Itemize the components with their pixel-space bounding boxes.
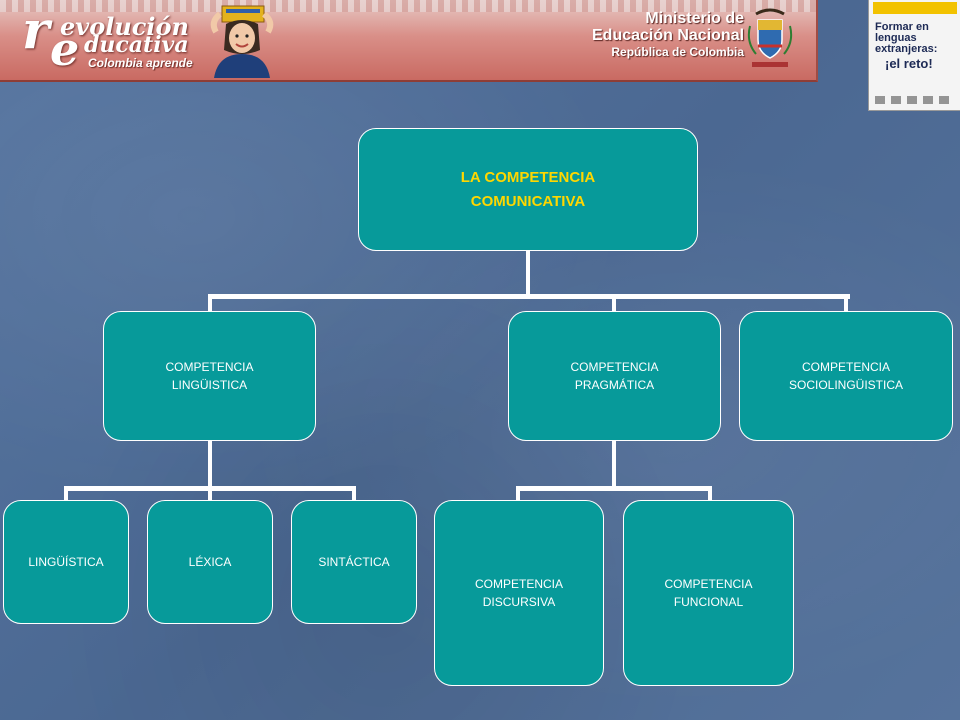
node-competencia-discursiva: COMPETENCIA DISCURSIVA [434,500,604,686]
node-competencia-funcional: COMPETENCIA FUNCIONAL [623,500,794,686]
connector-to-linguistica [208,294,212,312]
revolucion-educativa-logo: r e evolución ducativa Colombia aprende [22,0,202,76]
student-photo [210,5,274,78]
connector-level1-bar [208,294,850,299]
node-lexica-label: LÉXICA [188,555,232,569]
ministry-line-3: República de Colombia [611,45,745,59]
booklet-cover-image: Formar en lenguas extranjeras: ¡el reto! [868,0,960,111]
connector-to-sociolinguistica [844,294,848,312]
logo-word-evolucion: evolución [60,12,189,41]
connector-to-discursiva [516,486,520,500]
ministry-line-1: Ministerio de [645,10,745,27]
logo-letter-e: e [50,22,80,76]
connector-to-sintactica [352,486,356,500]
node-competencia-comunicativa-label: LA COMPETENCIA COMUNICATIVA [460,168,596,210]
node-sintactica-label: SINTÁCTICA [318,555,390,569]
node-competencia-sociolinguistica: COMPETENCIA SOCIOLINGÜISTICA [739,311,953,441]
connector-to-linguistica-leaf [64,486,68,500]
connector-linguistica-down [208,440,212,488]
connector-to-pragmatica [612,294,616,312]
node-lexica: LÉXICA [147,500,273,624]
node-competencia-linguistica: COMPETENCIA LINGÜISTICA [103,311,316,441]
node-competencia-comunicativa: LA COMPETENCIA COMUNICATIVA [358,128,698,251]
logo-letter-r: r [22,0,50,61]
connector-root-down [526,250,530,296]
booklet-reto: ¡el reto! [885,56,933,71]
connector-to-funcional [708,486,712,500]
node-competencia-funcional-label: COMPETENCIA FUNCIONAL [664,577,753,609]
booklet-title: Formar en lenguas extranjeras: [875,21,938,55]
header-banner: r e evolución ducativa Colombia aprende … [0,0,818,82]
node-sintactica: SINTÁCTICA [291,500,417,624]
booklet-header-band [873,2,957,14]
node-linguistica-label: LINGÜÍSTICA [28,555,104,569]
ministry-name: Ministerio de Educación Nacional Repúbli… [592,10,744,61]
node-linguistica: LINGÜÍSTICA [3,500,129,624]
coat-of-arms-icon [747,8,793,67]
connector-pragmatica-bar [516,486,712,491]
node-competencia-discursiva-label: COMPETENCIA DISCURSIVA [474,577,563,609]
node-competencia-pragmatica: COMPETENCIA PRAGMÁTICA [508,311,721,441]
node-competencia-linguistica-label: COMPETENCIA LINGÜISTICA [165,360,254,392]
node-competencia-pragmatica-label: COMPETENCIA PRAGMÁTICA [570,360,659,392]
connector-pragmatica-down [612,440,616,488]
ministry-line-2: Educación Nacional [592,27,745,44]
node-competencia-sociolinguistica-label: COMPETENCIA SOCIOLINGÜISTICA [788,360,904,392]
banner-stripes [0,0,816,12]
connector-to-lexica [208,486,212,500]
booklet-logos [875,96,955,104]
logo-word-ducativa: ducativa [84,32,189,58]
logo-tagline: Colombia aprende [88,56,193,70]
